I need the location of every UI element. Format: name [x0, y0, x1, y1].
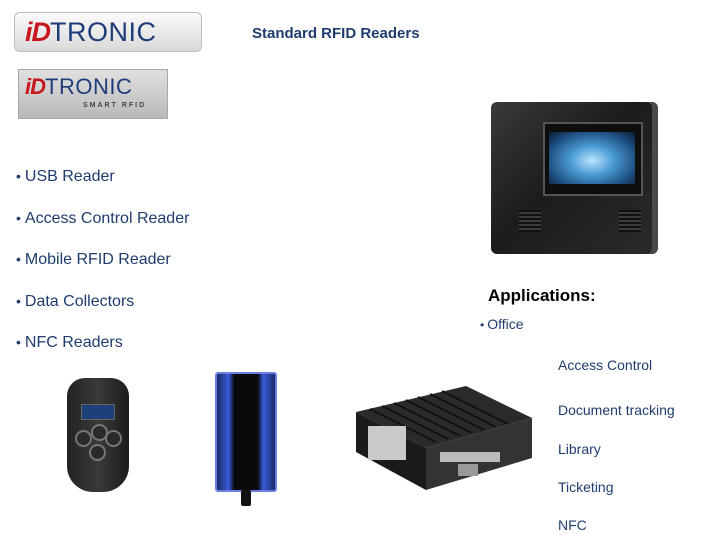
blue-desktop-reader-image	[215, 372, 277, 506]
data-collector-box-image	[356, 386, 532, 490]
handheld-screen	[81, 404, 115, 420]
brand-id-text: iD	[25, 74, 46, 99]
application-item: Access Control	[558, 357, 653, 373]
logo-id-text: iD	[25, 16, 51, 47]
application-item: NFC	[558, 517, 587, 533]
terminal-device-image	[491, 102, 658, 254]
application-item: Document tracking	[558, 402, 675, 418]
list-item: •Access Control Reader	[16, 209, 190, 227]
terminal-screen	[543, 122, 643, 196]
reader-cable	[241, 490, 251, 506]
brand-tronic-text: TRONIC	[45, 74, 133, 99]
reader-type-list: •USB Reader •Access Control Reader •Mobi…	[16, 168, 189, 376]
list-item: •USB Reader	[16, 168, 115, 185]
list-item: •Data Collectors	[16, 292, 135, 310]
handheld-button	[89, 444, 106, 461]
handheld-reader-image	[67, 378, 129, 492]
list-item: •NFC Readers	[16, 334, 123, 351]
applications-title: Applications:	[488, 286, 596, 305]
list-item: •Mobile RFID Reader	[16, 251, 171, 268]
brand-tagline: SMART RFID	[83, 102, 147, 109]
page-title: Standard RFID Readers	[252, 25, 420, 42]
application-item: Library	[558, 441, 601, 457]
handheld-button	[105, 430, 122, 447]
application-office: •Office	[480, 316, 524, 332]
idtronic-header-logo: iD TRONIC	[14, 12, 202, 52]
handheld-button	[75, 430, 92, 447]
idtronic-brand-logo: iDTRONIC SMART RFID	[18, 69, 168, 119]
speaker-grille-right	[619, 210, 641, 232]
logo-tronic-text: TRONIC	[50, 16, 157, 47]
speaker-grille-left	[519, 210, 541, 232]
application-item: Ticketing	[558, 479, 614, 495]
